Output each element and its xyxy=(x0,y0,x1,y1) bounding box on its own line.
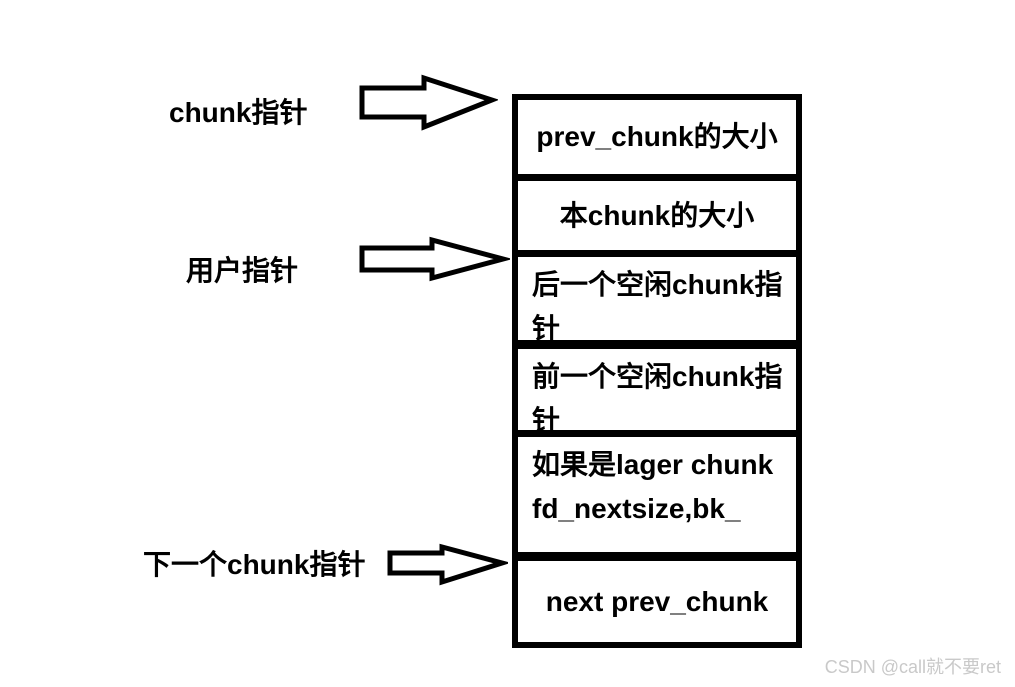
field-text-line1: 如果是lager chunk xyxy=(532,449,774,480)
field-text: next prev_chunk xyxy=(545,585,769,617)
label-user-pointer: 用户指针 xyxy=(186,255,299,286)
field-text-line1: 后一个空闲chunk指 xyxy=(532,269,783,300)
right-arrow-icon-chunk-pointer xyxy=(359,74,498,131)
field-large-chunk-nextsize: 如果是lager chunk fd_nextsize,bk_ xyxy=(512,431,802,558)
field-bk-pointer: 前一个空闲chunk指 针 xyxy=(512,343,802,436)
field-text-line2: 针 xyxy=(532,405,561,436)
field-fd-pointer: 后一个空闲chunk指 针 xyxy=(512,251,802,346)
right-arrow-icon-next-chunk-pointer xyxy=(387,543,508,586)
field-this-chunk-size: 本chunk的大小 xyxy=(512,175,802,256)
label-next-chunk-pointer: 下一个chunk指针 xyxy=(143,549,366,580)
label-chunk-pointer: chunk指针 xyxy=(169,97,308,128)
field-text: 本chunk的大小 xyxy=(559,199,755,231)
field-text-line2: 针 xyxy=(532,313,561,344)
field-text-line2: fd_nextsize,bk_ xyxy=(532,493,741,524)
csdn-watermark: CSDN @call就不要ret xyxy=(824,657,1001,677)
field-next-prev-chunk: next prev_chunk xyxy=(512,555,802,648)
right-arrow-icon-user-pointer xyxy=(359,236,510,282)
field-text-line1: 前一个空闲chunk指 xyxy=(532,361,783,392)
field-prev-chunk-size: prev_chunk的大小 xyxy=(512,94,802,180)
field-text: prev_chunk的大小 xyxy=(536,121,778,152)
